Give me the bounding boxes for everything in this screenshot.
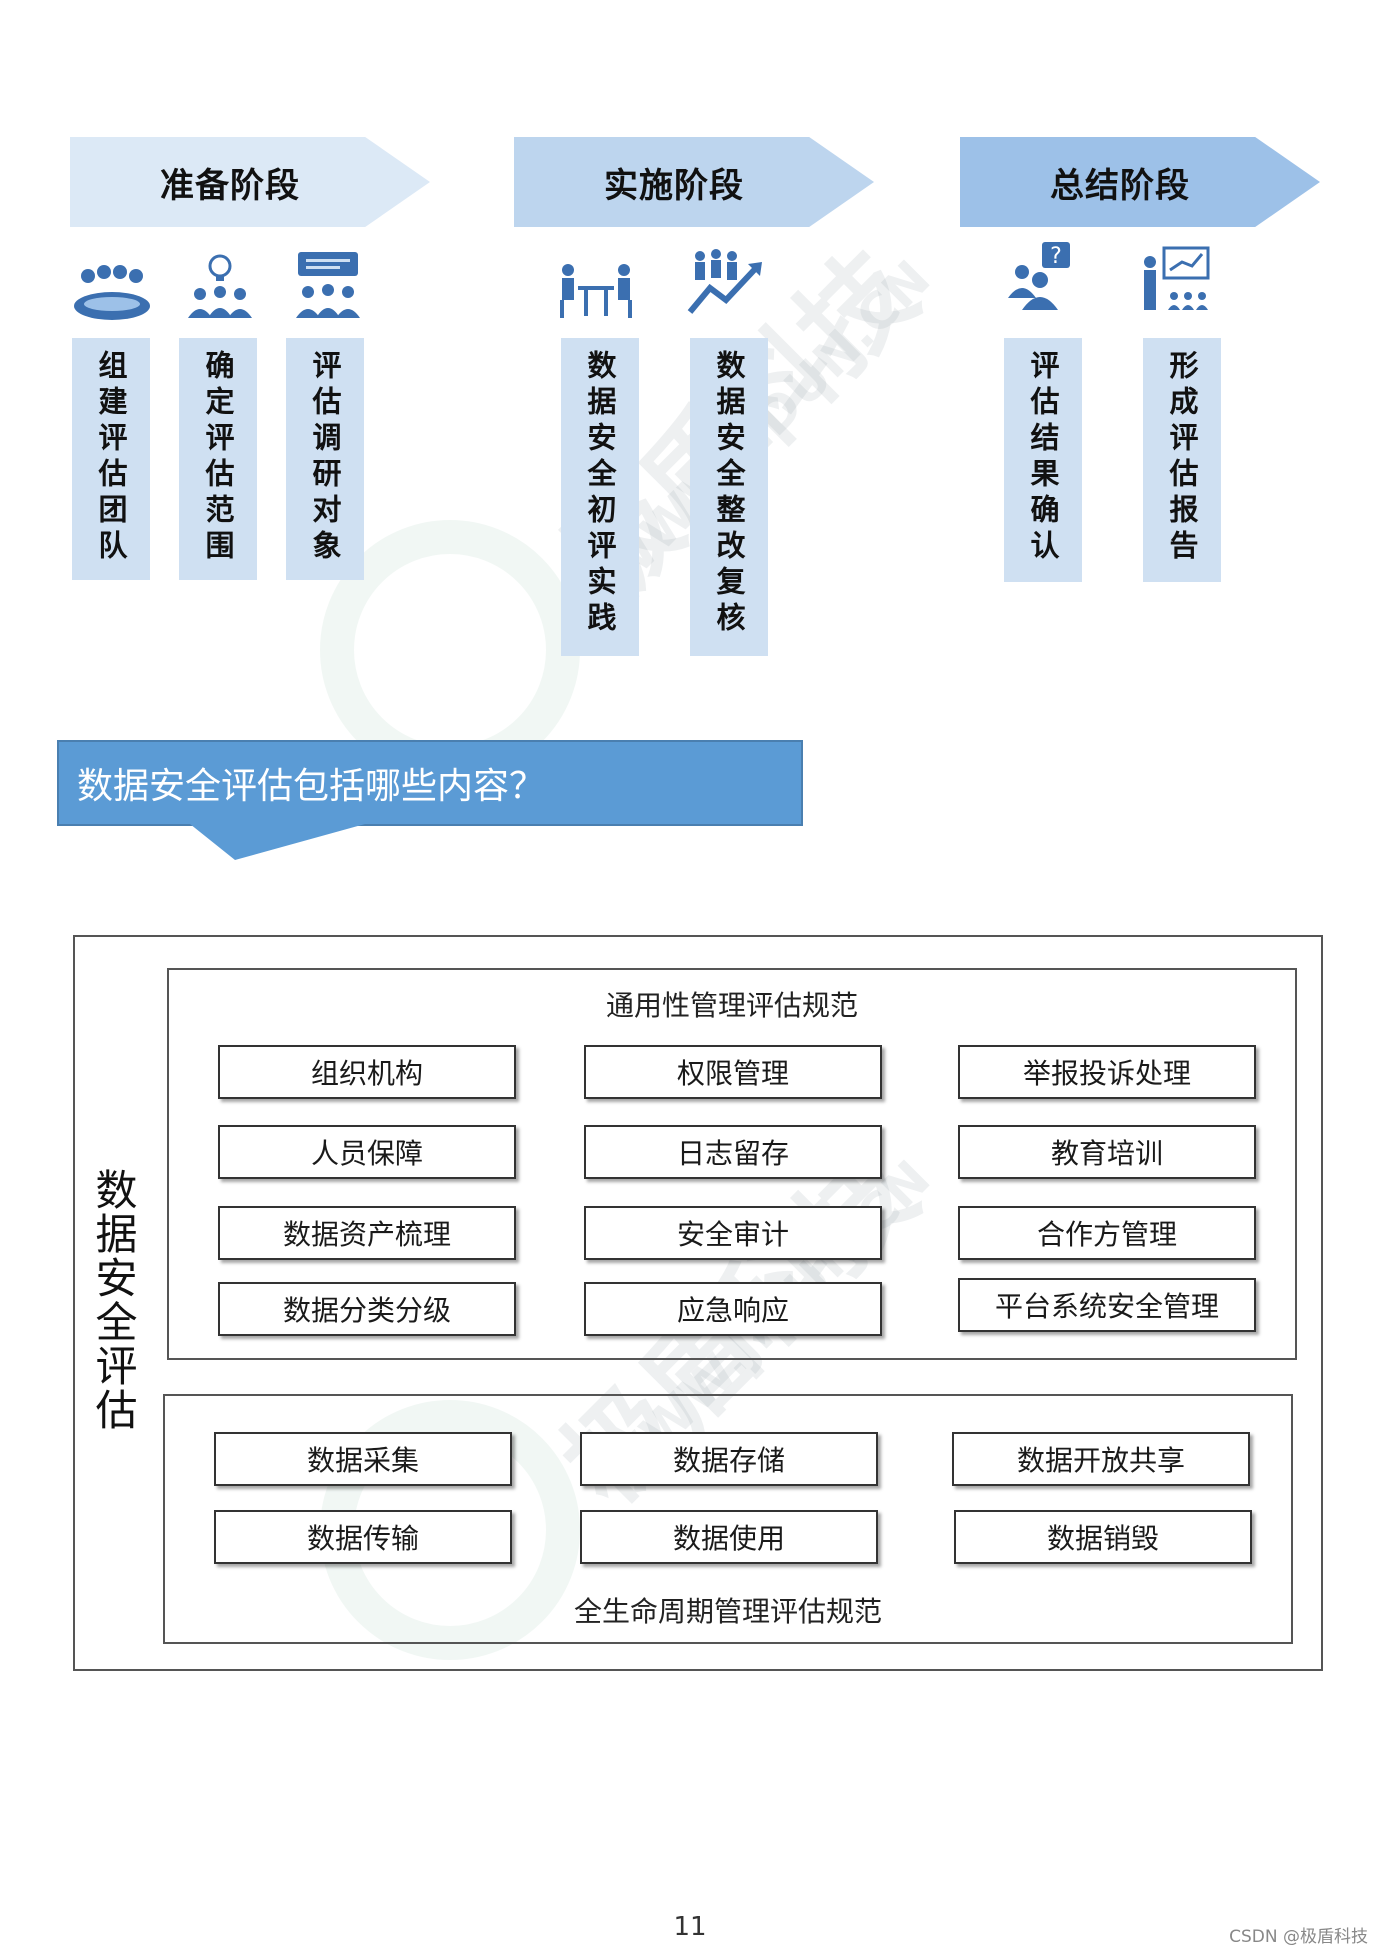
item-complaint-handling: 举报投诉处理 xyxy=(958,1045,1256,1099)
item-security-audit: 安全审计 xyxy=(584,1206,882,1260)
question-person-icon: ? xyxy=(1008,242,1070,310)
teacher-board-icon xyxy=(1144,246,1210,310)
step-initial-assessment: 数据安全初评实践 xyxy=(561,338,639,656)
general-spec-title: 通用性管理评估规范 xyxy=(605,989,858,1022)
assessment-side-title: 数据安全评估 xyxy=(89,1168,138,1432)
step-label: 评估调研对象 xyxy=(308,350,342,566)
item-asset-inventory: 数据资产梳理 xyxy=(218,1206,516,1260)
presentation-audience-icon xyxy=(296,252,360,318)
item-data-storage: 数据存储 xyxy=(580,1432,878,1486)
stage-prepare-title: 准备阶段 xyxy=(160,165,300,206)
step-label: 数据安全初评实践 xyxy=(583,350,617,638)
growth-team-icon xyxy=(687,249,762,314)
item-training: 教育培训 xyxy=(958,1125,1256,1179)
item-platform-security: 平台系统安全管理 xyxy=(958,1278,1256,1332)
desk-discussion-icon xyxy=(560,264,632,318)
step-label: 形成评估报告 xyxy=(1165,350,1199,566)
step-rectify-review: 数据安全整改复核 xyxy=(690,338,768,656)
item-personnel: 人员保障 xyxy=(218,1125,516,1179)
section-question-banner: 数据安全评估包括哪些内容？ xyxy=(57,740,803,826)
stage-summary-title: 总结阶段 xyxy=(1050,165,1190,206)
step-build-team: 组建评估团队 xyxy=(72,338,150,580)
item-permission-mgmt: 权限管理 xyxy=(584,1045,882,1099)
general-spec-frame xyxy=(167,968,1297,1360)
item-log-retention: 日志留存 xyxy=(584,1125,882,1179)
item-data-usage: 数据使用 xyxy=(580,1510,878,1564)
team-meeting-icon xyxy=(74,265,150,320)
item-data-transmission: 数据传输 xyxy=(214,1510,512,1564)
item-data-destruction: 数据销毁 xyxy=(954,1510,1252,1564)
item-classification: 数据分类分级 xyxy=(218,1282,516,1336)
stage-implement-title: 实施阶段 xyxy=(604,165,744,206)
stage-summary-arrow: 总结阶段 xyxy=(960,137,1320,227)
banner-tail xyxy=(190,824,365,860)
source-credit: CSDN @极盾科技 xyxy=(1229,1927,1368,1947)
step-form-report: 形成评估报告 xyxy=(1143,338,1221,582)
stage-prepare-arrow: 准备阶段 xyxy=(70,137,430,227)
step-label: 确定评估范围 xyxy=(201,350,235,566)
idea-team-icon xyxy=(188,254,252,318)
step-survey-objects: 评估调研对象 xyxy=(286,338,364,580)
item-partner-mgmt: 合作方管理 xyxy=(958,1206,1256,1260)
page-number: 11 xyxy=(673,1912,707,1942)
step-label: 评估结果确认 xyxy=(1026,350,1060,566)
stage-implement-arrow: 实施阶段 xyxy=(514,137,874,227)
step-define-scope: 确定评估范围 xyxy=(179,338,257,580)
step-label: 组建评估团队 xyxy=(94,350,128,566)
step-confirm-results: 评估结果确认 xyxy=(1004,338,1082,582)
lifecycle-spec-frame xyxy=(163,1394,1293,1644)
lifecycle-spec-title: 全生命周期管理评估规范 xyxy=(573,1595,882,1628)
assessment-outer-frame xyxy=(73,935,1323,1671)
item-organization: 组织机构 xyxy=(218,1045,516,1099)
item-emergency-response: 应急响应 xyxy=(584,1282,882,1336)
step-label: 数据安全整改复核 xyxy=(712,350,746,638)
item-data-collection: 数据采集 xyxy=(214,1432,512,1486)
item-data-sharing: 数据开放共享 xyxy=(952,1432,1250,1486)
svg-text:?: ? xyxy=(1050,244,1062,269)
